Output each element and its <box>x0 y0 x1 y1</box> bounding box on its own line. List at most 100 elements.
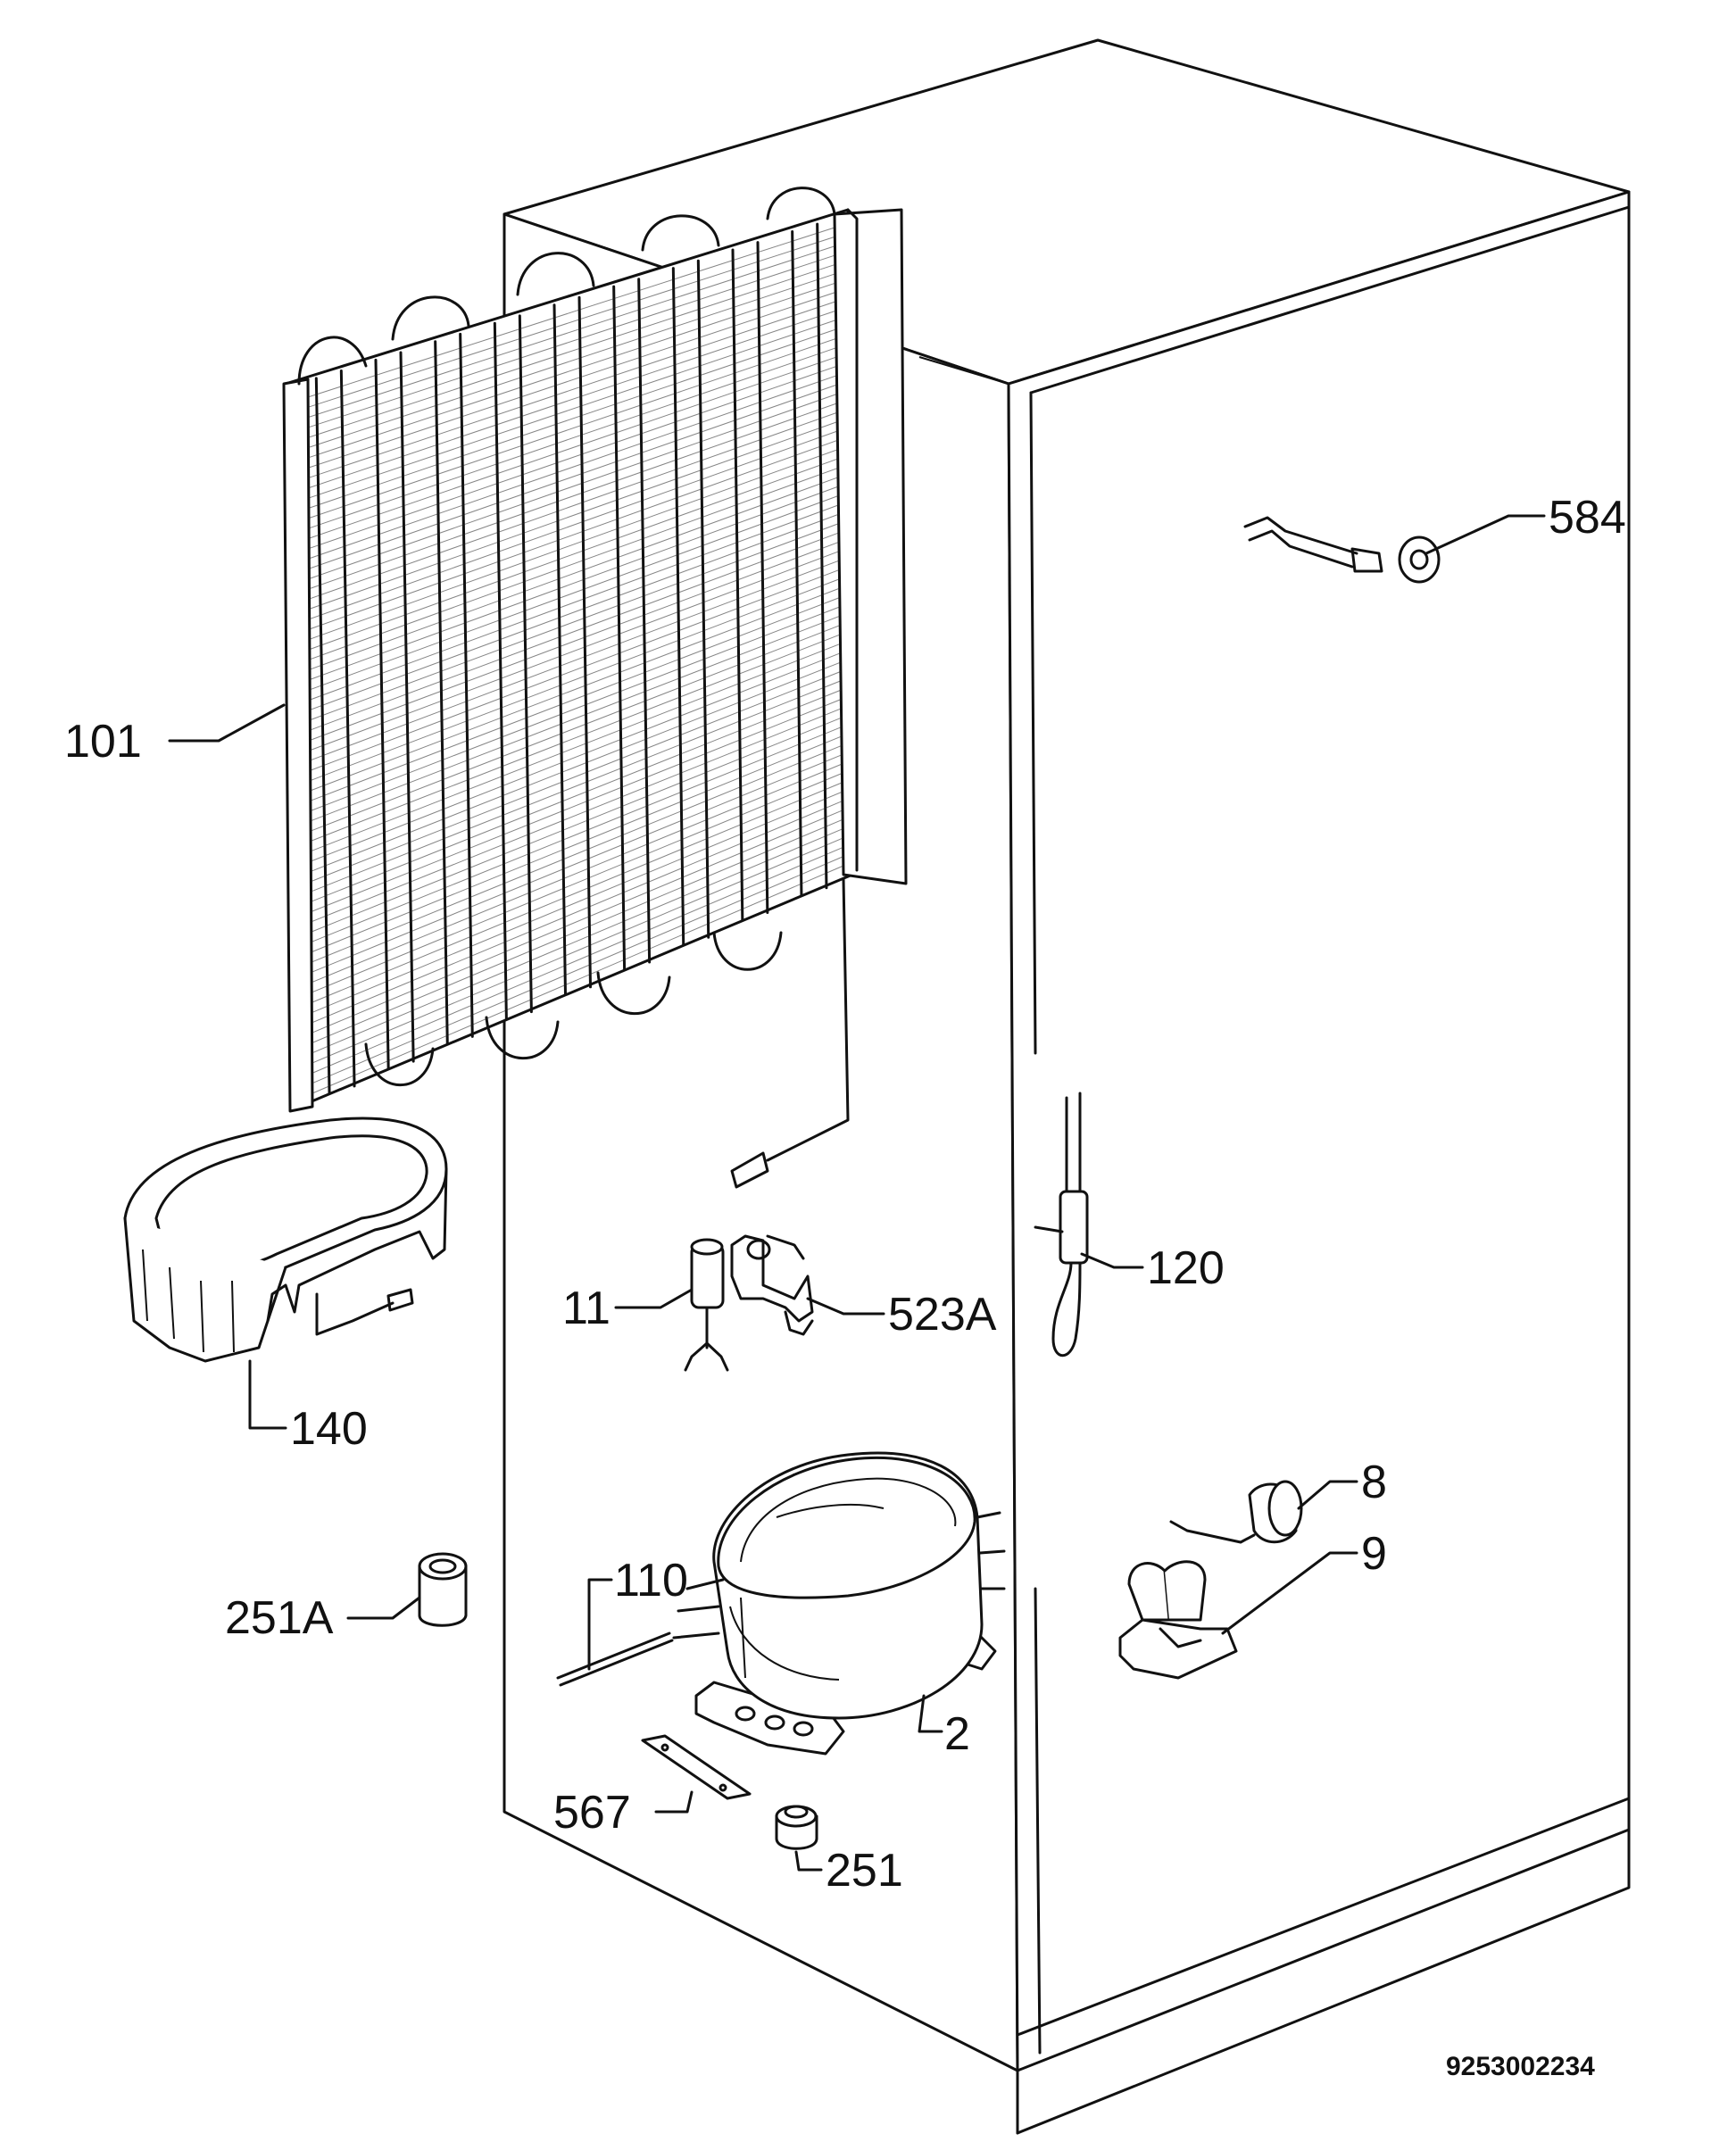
start-capacitor <box>684 1238 729 1372</box>
condenser-fin <box>309 430 838 620</box>
label-567: 567 <box>553 1787 631 1839</box>
condenser-fin <box>307 227 835 398</box>
condenser-fin <box>310 551 840 751</box>
condenser-fin <box>309 411 838 600</box>
condenser-fin <box>311 661 841 872</box>
condenser-fin <box>311 699 842 912</box>
condenser-fin <box>311 680 842 892</box>
drip-tray <box>123 1117 448 1363</box>
start-relay-bracket <box>730 1234 814 1336</box>
process-tube <box>556 1631 674 1687</box>
condenser-fin <box>308 292 836 469</box>
condenser-fin <box>311 726 843 942</box>
condenser-fin <box>310 523 839 721</box>
condenser-tube <box>756 241 769 914</box>
condenser-fin <box>311 856 844 1084</box>
condenser-fin <box>307 236 835 408</box>
door-switch-part <box>1243 516 1441 584</box>
label-140: 140 <box>290 1403 368 1455</box>
condenser-fin <box>311 689 842 902</box>
condenser-fin <box>310 597 840 801</box>
condenser-fin <box>308 375 837 560</box>
condenser-coil <box>282 187 908 1189</box>
label-11: 11 <box>562 1283 611 1334</box>
condenser-tube <box>612 285 627 971</box>
condenser-fin <box>311 643 841 852</box>
compressor <box>672 1451 1006 1756</box>
condenser-fin <box>311 717 842 933</box>
condenser-fin <box>311 744 843 963</box>
drawing-number: 9253002234 <box>1446 2052 1595 2081</box>
label-8: 8 <box>1361 1457 1387 1508</box>
condenser-fin <box>309 439 838 630</box>
condenser-fin <box>308 254 835 428</box>
condenser-fin <box>311 828 843 1054</box>
condenser-fin <box>311 846 843 1074</box>
label-2: 2 <box>944 1708 970 1760</box>
condenser-fin <box>311 735 843 953</box>
condenser-tube <box>374 358 390 1071</box>
condenser-fin <box>308 337 836 519</box>
condenser-fin <box>311 801 843 1024</box>
rubber-grommet-251A <box>418 1552 468 1627</box>
label-110: 110 <box>614 1555 688 1606</box>
label-584: 584 <box>1549 492 1626 544</box>
condenser-fin <box>310 578 840 782</box>
condenser-fin <box>308 310 836 489</box>
condenser-fin <box>311 754 843 973</box>
label-251: 251 <box>826 1845 903 1897</box>
condenser-fin <box>309 467 838 660</box>
condenser-fin <box>309 449 838 640</box>
condenser-fin <box>311 708 842 923</box>
condenser-tube <box>671 267 685 947</box>
label-523A: 523A <box>888 1289 997 1341</box>
condenser-fin <box>309 394 837 579</box>
condenser-fin <box>311 670 842 883</box>
condenser-fin <box>311 837 843 1064</box>
condenser-fin <box>311 763 843 984</box>
condenser-fin <box>307 245 835 419</box>
condenser-fin <box>308 263 835 438</box>
rubber-foot-251 <box>775 1805 818 1850</box>
condenser-fin <box>310 532 839 731</box>
condenser-tube <box>696 259 710 939</box>
condenser-fin <box>311 772 843 993</box>
part-labels: 584 101 120 11 523A 140 8 9 110 251A 2 5… <box>64 492 1626 2081</box>
label-9: 9 <box>1361 1528 1387 1580</box>
overload-protector <box>1169 1480 1303 1544</box>
leader-lines <box>168 514 1546 1872</box>
condenser-tube <box>731 248 744 922</box>
condenser-fins <box>307 227 844 1094</box>
label-120: 120 <box>1147 1242 1225 1294</box>
condenser-tube <box>791 229 803 897</box>
label-101: 101 <box>64 716 142 768</box>
condenser-fin <box>310 569 840 771</box>
condenser-fin <box>309 421 838 610</box>
condenser-fin <box>310 615 841 822</box>
condenser-fin <box>311 652 841 862</box>
condenser-fin <box>311 791 843 1014</box>
condenser-fin <box>310 560 840 761</box>
condenser-tube <box>459 332 474 1038</box>
condenser-fin <box>308 282 836 459</box>
condenser-fin <box>309 477 839 670</box>
condenser-fin <box>308 273 835 448</box>
thermostat-sensor <box>1034 1092 1089 1357</box>
condenser-tube <box>314 377 331 1095</box>
condenser-tube <box>577 295 592 989</box>
condenser-fin <box>309 495 839 691</box>
condenser-fin <box>308 301 836 478</box>
condenser-fin <box>310 513 839 710</box>
condenser-fin <box>309 403 837 590</box>
condenser-tube <box>518 314 533 1014</box>
condenser-fin <box>310 504 839 701</box>
condenser-tube <box>552 303 567 996</box>
condenser-fin <box>311 634 841 842</box>
condenser-fin <box>311 809 843 1034</box>
ptc-relay <box>1118 1560 1238 1680</box>
condenser-fin <box>310 541 840 741</box>
condenser-fin <box>308 347 837 529</box>
condenser-tube <box>339 369 356 1088</box>
condenser-fin <box>311 865 844 1094</box>
